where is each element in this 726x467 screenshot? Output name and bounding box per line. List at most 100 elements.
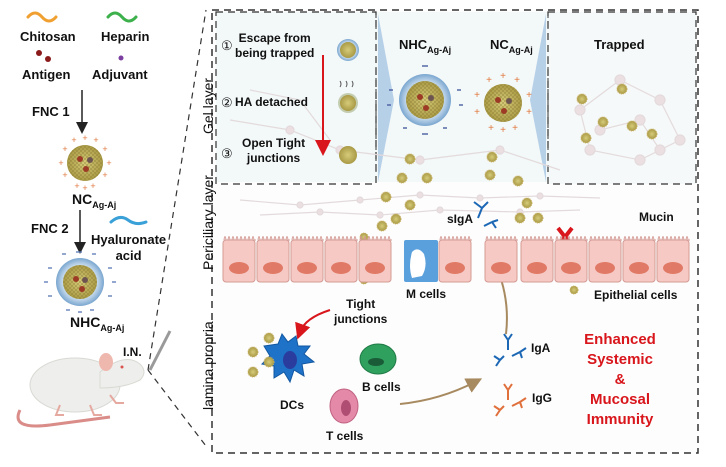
svg-text:+: + xyxy=(500,71,506,82)
nhc-panel-subscript: Ag-Aj xyxy=(427,45,452,55)
tight-line2: junctions xyxy=(334,312,388,326)
epithelial-cell xyxy=(324,236,358,283)
nc-panel-text: NC xyxy=(490,37,509,52)
funnel-right xyxy=(530,14,546,182)
nhc-text: NHC xyxy=(70,314,101,330)
step3-number: ③ xyxy=(221,146,233,161)
svg-text:+: + xyxy=(82,133,87,143)
nucleus xyxy=(263,262,283,274)
svg-text:+: + xyxy=(82,183,87,193)
svg-text:+: + xyxy=(71,135,76,145)
step1-particle xyxy=(337,39,359,61)
step2-label: HA detached xyxy=(235,95,308,109)
hyaluronate-line2: acid xyxy=(115,248,142,263)
antigen-dot xyxy=(45,56,51,62)
nc-panel-label: NCAg-Aj xyxy=(490,37,533,55)
epithelial-cell-row xyxy=(222,232,702,284)
nucleus xyxy=(663,262,683,274)
nc-large-particle: +++++ +++++ xyxy=(474,71,532,136)
epithelial-cell xyxy=(484,236,518,283)
nc-panel-subscript: Ag-Aj xyxy=(508,45,533,55)
svg-text:+: + xyxy=(474,107,480,118)
legend-antigen-label: Antigen xyxy=(22,67,71,82)
epithelial-cell xyxy=(656,236,690,283)
nucleus xyxy=(297,262,317,274)
nc-label: NCAg-Aj xyxy=(72,191,116,210)
legend-chitosan-label: Chitosan xyxy=(20,29,76,44)
epithelial-cell xyxy=(290,236,324,283)
siga-antibody xyxy=(473,201,499,229)
step2-number: ② xyxy=(221,95,233,110)
epithelial-cell xyxy=(588,236,622,283)
outcome-line1: Enhanced xyxy=(584,331,656,348)
siga-label: sIgA xyxy=(447,212,474,226)
tight-line1: Tight xyxy=(346,297,376,311)
nc-particle: +++ ++++ +++++ xyxy=(58,133,111,193)
trapped-box xyxy=(547,11,697,185)
pipette xyxy=(148,330,172,371)
step3-particle xyxy=(339,146,357,164)
outcome-text: Enhanced Systemic & Mucosal Immunity xyxy=(570,330,670,430)
outcome-line5: Immunity xyxy=(586,411,654,428)
nucleus xyxy=(491,262,511,274)
iga-label: IgA xyxy=(531,341,551,355)
intranasal-label: I.N. xyxy=(123,345,142,359)
dendritic-cell xyxy=(260,332,316,384)
tight-junction-arrow xyxy=(295,309,331,340)
svg-text:+: + xyxy=(58,158,63,168)
nhc-particle xyxy=(44,251,116,313)
svg-text:+: + xyxy=(106,158,111,168)
svg-text:+: + xyxy=(474,90,480,101)
mouse-illustration xyxy=(16,353,145,428)
epithelial-cell xyxy=(554,236,588,283)
nhc-panel-text: NHC xyxy=(399,37,428,52)
legend-adjuvant-label: Adjuvant xyxy=(92,67,148,82)
outcome-line3: & xyxy=(614,371,626,388)
svg-text:+: + xyxy=(102,170,107,180)
fnc2-label: FNC 2 xyxy=(31,221,69,236)
hyaluronate-line1: Hyaluronate xyxy=(91,232,167,247)
b-cells-label: B cells xyxy=(362,380,401,394)
fnc1-label: FNC 1 xyxy=(32,104,70,119)
nhc-subscript: Ag-Aj xyxy=(100,323,125,333)
outcome-line2: Systemic xyxy=(587,351,653,368)
nucleus xyxy=(629,262,649,274)
svg-text:+: + xyxy=(102,144,107,154)
chitosan-strand xyxy=(26,11,58,23)
igg-label: IgG xyxy=(532,391,552,405)
trapped-label: Trapped xyxy=(594,37,645,52)
epithelial-cell xyxy=(256,236,290,283)
b-cell xyxy=(359,343,397,375)
svg-text:+: + xyxy=(512,123,518,134)
nucleus xyxy=(229,262,249,274)
svg-text:+: + xyxy=(486,75,492,86)
epithelium-svg xyxy=(222,236,690,283)
antigen-dot xyxy=(36,50,42,56)
nucleus xyxy=(595,262,615,274)
svg-text:+: + xyxy=(526,90,532,101)
mucin-network xyxy=(229,74,686,219)
epithelial-cell xyxy=(358,236,392,283)
svg-text:+: + xyxy=(514,75,520,86)
nucleus xyxy=(445,262,465,274)
epithelial-cell xyxy=(222,236,256,283)
gel-layer-label: Gel layer xyxy=(200,77,216,134)
svg-text:+: + xyxy=(500,125,506,136)
mucin-label: Mucin xyxy=(639,210,674,224)
step3-line1: Open Tight xyxy=(242,136,306,150)
step2-particle xyxy=(338,80,358,113)
nucleus xyxy=(365,262,385,274)
dcs-label: DCs xyxy=(280,398,305,412)
epithelial-cell xyxy=(438,236,472,283)
nucleus xyxy=(561,262,581,274)
svg-text:+: + xyxy=(90,181,95,191)
lamina-propria-label: lamina propria xyxy=(200,321,216,410)
funnel-left xyxy=(378,14,394,182)
nucleus xyxy=(331,262,351,274)
hyaluronate-strand xyxy=(109,215,148,226)
svg-text:+: + xyxy=(62,144,67,154)
svg-text:+: + xyxy=(526,107,532,118)
